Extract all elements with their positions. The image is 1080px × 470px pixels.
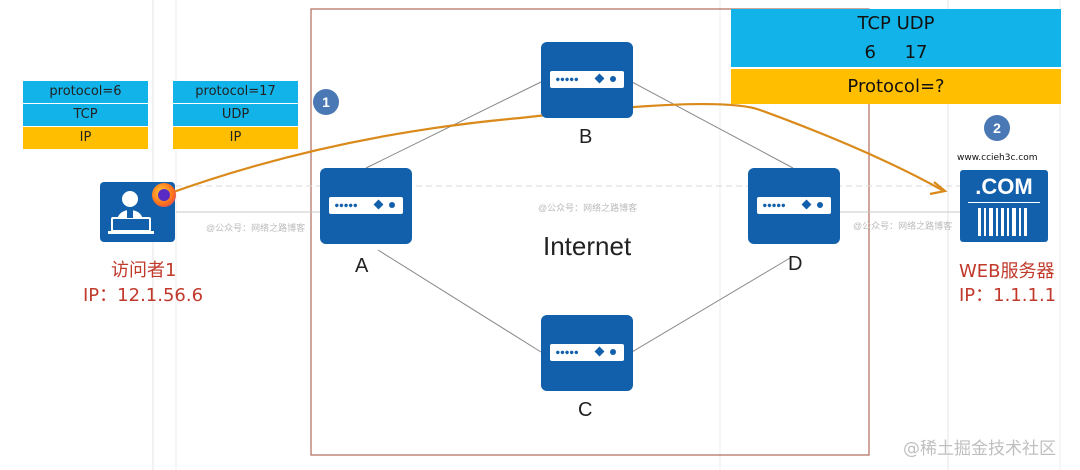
protocol-question: Protocol=? bbox=[731, 67, 1061, 104]
router-a-label: A bbox=[355, 255, 369, 277]
watermark-center: @公众号：网络之路博客 bbox=[538, 203, 638, 213]
router-b-label: B bbox=[579, 126, 593, 148]
udp-protocol-field: protocol=17 bbox=[173, 81, 298, 104]
router-b-icon: ●●●●● bbox=[541, 42, 633, 118]
router-c-label: C bbox=[578, 399, 593, 421]
udp-stack: protocol=17 UDP IP bbox=[173, 81, 298, 150]
tcp-ip-field: IP bbox=[23, 127, 148, 150]
tcp-transport-field: TCP bbox=[23, 104, 148, 127]
tcp-protocol-field: protocol=6 bbox=[23, 81, 148, 104]
visitor-ip: IP：12.1.56.6 bbox=[83, 285, 204, 306]
router-d-label: D bbox=[788, 253, 803, 275]
watermark-left: @公众号：网络之路博客 bbox=[206, 223, 306, 233]
udp-ip-field: IP bbox=[173, 127, 298, 150]
router-a-icon: ●●●●● bbox=[320, 168, 412, 244]
protocol-header: TCP UDP bbox=[731, 9, 1061, 38]
udp-transport-field: UDP bbox=[173, 104, 298, 127]
server-domain: www.ccieh3c.com bbox=[957, 153, 1038, 163]
router-c-icon: ●●●●● bbox=[541, 315, 633, 391]
protocol-question-box: TCP UDP 6 17 Protocol=? bbox=[731, 9, 1061, 104]
packet-arrow bbox=[164, 102, 943, 197]
com-label: .COM bbox=[975, 174, 1033, 199]
internet-frame bbox=[310, 8, 870, 456]
step-badge-2: 2 bbox=[984, 115, 1010, 141]
link-a-c bbox=[377, 249, 542, 353]
watermark-bottom: @稀土掘金技术社区 bbox=[903, 439, 1056, 459]
tcp-stack: protocol=6 TCP IP bbox=[23, 81, 148, 150]
server-ip: IP：1.1.1.1 bbox=[959, 285, 1057, 306]
link-b-d bbox=[631, 81, 794, 169]
internet-label: Internet bbox=[543, 231, 632, 261]
watermark-right: @公众号：网络之路博客 bbox=[853, 221, 953, 231]
link-c-d bbox=[631, 257, 791, 353]
protocol-values: 6 17 bbox=[731, 38, 1061, 67]
server-name: WEB服务器 bbox=[959, 261, 1055, 282]
firefox-icon bbox=[152, 183, 176, 207]
web-server-icon: .COM bbox=[960, 170, 1048, 242]
router-d-icon: ●●●●● bbox=[748, 168, 840, 244]
visitor-name: 访问者1 bbox=[111, 260, 177, 281]
step-badge-1: 1 bbox=[313, 89, 339, 115]
